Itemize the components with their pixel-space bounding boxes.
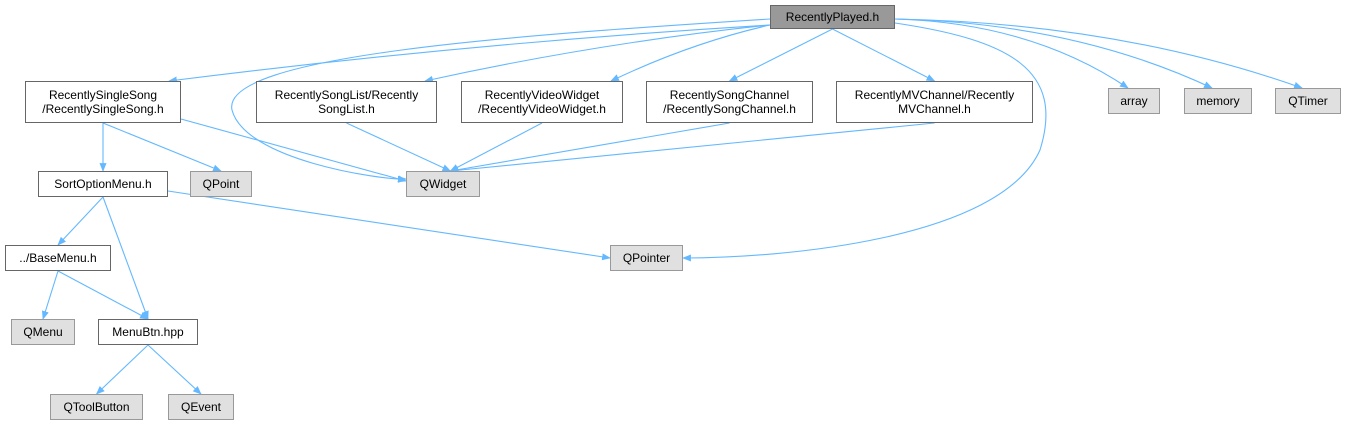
edge-root-to-rvw [610, 24, 771, 82]
node-rss[interactable]: RecentlySingleSong /RecentlySingleSong.h [25, 81, 181, 123]
edge-root-to-array [894, 18, 1129, 89]
node-qpointer: QPointer [610, 245, 683, 271]
edge-menubtn-to-qtoolbutton [95, 344, 149, 395]
node-qtimer: QTimer [1275, 88, 1341, 114]
edge-root-to-memory [894, 18, 1213, 89]
edge-rvw-to-qwidget [449, 122, 543, 172]
edge-root-to-rsc [728, 28, 833, 82]
node-memory: memory [1184, 88, 1252, 114]
node-qwidget: QWidget [406, 171, 480, 197]
edge-root-to-qpointer [682, 22, 1047, 262]
edge-root-to-rss [168, 24, 771, 84]
node-root[interactable]: RecentlyPlayed.h [770, 5, 895, 29]
edge-rss-to-qpoint [102, 122, 222, 172]
edge-menubtn-to-qevent [147, 344, 202, 395]
edge-som-to-qpointer [167, 190, 611, 261]
edge-basemenu-to-menubtn [57, 270, 149, 320]
node-menubtn[interactable]: MenuBtn.hpp [98, 319, 198, 345]
node-rsc[interactable]: RecentlySongChannel /RecentlySongChannel… [646, 81, 813, 123]
node-rsl[interactable]: RecentlySongList/Recently SongList.h [256, 81, 437, 123]
edge-rsc-to-qwidget [449, 122, 730, 174]
edge-root-to-qwidget [231, 18, 771, 183]
node-som[interactable]: SortOptionMenu.h [38, 171, 168, 197]
edge-root-to-rsl [424, 24, 771, 83]
edge-som-to-basemenu [57, 196, 104, 246]
node-qtoolbutton: QToolButton [50, 394, 143, 420]
node-qpoint: QPoint [190, 171, 252, 197]
node-qmenu: QMenu [11, 319, 75, 345]
node-basemenu[interactable]: ../BaseMenu.h [5, 245, 111, 271]
edge-rsl-to-qwidget [346, 122, 452, 172]
edge-root-to-rmv [832, 28, 936, 82]
edge-rss-to-qwidget [180, 118, 407, 183]
node-rvw[interactable]: RecentlyVideoWidget /RecentlyVideoWidget… [461, 81, 623, 123]
node-qevent: QEvent [168, 394, 234, 420]
edge-rmv-to-qwidget [449, 122, 935, 174]
node-rmv[interactable]: RecentlyMVChannel/Recently MVChannel.h [836, 81, 1033, 123]
edge-basemenu-to-qmenu [42, 270, 59, 320]
edge-som-to-menubtn [102, 196, 149, 320]
edge-root-to-qtimer [894, 18, 1303, 89]
node-array: array [1108, 88, 1160, 114]
